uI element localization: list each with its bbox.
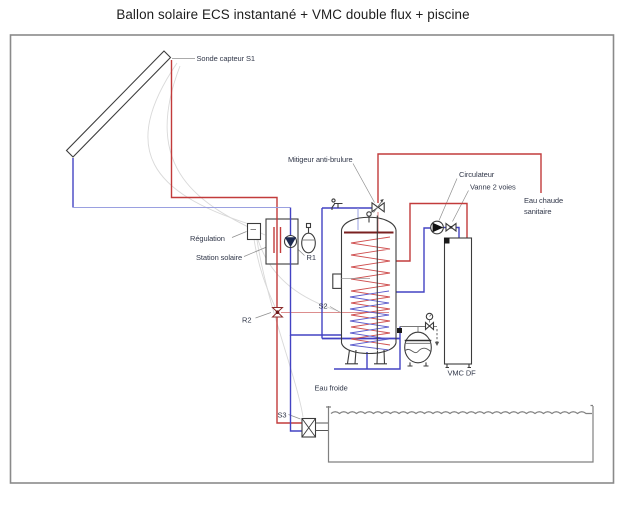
ecs-outlet-pipe bbox=[377, 153, 542, 203]
label-regulation: Régulation bbox=[190, 234, 225, 243]
two-way-valve bbox=[445, 222, 457, 233]
solar-pump bbox=[283, 234, 298, 249]
sanitary-expansion-vessel bbox=[404, 326, 432, 367]
solar-coil bbox=[349, 290, 390, 351]
label-eau-chaude-1: Eau chaude bbox=[524, 196, 563, 205]
drawing-frame bbox=[9, 34, 615, 484]
label-mitigeur: Mitigeur anti-brulure bbox=[288, 155, 353, 164]
vmc-return-pipe bbox=[396, 227, 431, 293]
pool-water-line bbox=[330, 411, 592, 415]
pool-supply-pipe bbox=[276, 317, 302, 424]
draw-off-tap bbox=[331, 198, 343, 210]
pool-return-pipe bbox=[289, 335, 302, 432]
tank-leg-left bbox=[345, 349, 358, 365]
label-vmc-df: VMC DF bbox=[448, 369, 477, 378]
sensor-cables bbox=[147, 62, 339, 418]
tank-leg-right bbox=[374, 349, 387, 365]
label-s2: S2 bbox=[319, 302, 328, 311]
label-r2: R2 bbox=[242, 316, 251, 325]
pool-pipes bbox=[315, 422, 329, 431]
label-s3: S3 bbox=[278, 411, 287, 420]
tank-flange bbox=[332, 273, 342, 289]
tank-bottom-dome bbox=[340, 342, 397, 354]
cold-pipes bbox=[72, 158, 460, 432]
label-sonde-capteur-s1: Sonde capteur S1 bbox=[197, 54, 255, 63]
air-vent-icon bbox=[366, 211, 372, 217]
label-vanne-2-voies: Vanne 2 voies bbox=[470, 183, 516, 192]
label-eau-froide: Eau froide bbox=[315, 384, 348, 393]
ecs-circulator bbox=[430, 220, 444, 235]
safety-group bbox=[397, 312, 440, 346]
vmc-unit bbox=[443, 237, 473, 369]
labels: Ballon solaire ECS instantané + VMC doub… bbox=[116, 7, 563, 420]
vmc-supply-pipe bbox=[396, 202, 468, 262]
pool-heat-exchanger bbox=[301, 417, 329, 438]
pool bbox=[326, 404, 594, 463]
discharge-arrow bbox=[434, 341, 440, 346]
diagram-title: Ballon solaire ECS instantané + VMC doub… bbox=[116, 7, 469, 22]
storage-tank bbox=[332, 211, 397, 365]
label-circulateur: Circulateur bbox=[459, 170, 495, 179]
pipe-node bbox=[397, 328, 402, 333]
solar-collector bbox=[65, 50, 172, 158]
regulation-controller bbox=[246, 222, 262, 241]
label-station-solaire: Station solaire bbox=[196, 253, 242, 262]
ecs-coil bbox=[350, 236, 391, 346]
label-r1: R1 bbox=[307, 253, 316, 262]
solar-expansion-vessel bbox=[301, 222, 316, 254]
mixing-valve bbox=[371, 199, 385, 213]
collector-supply-pipe bbox=[170, 60, 278, 307]
valve-r2 bbox=[271, 307, 284, 318]
label-eau-chaude-2: sanitaire bbox=[524, 207, 551, 216]
